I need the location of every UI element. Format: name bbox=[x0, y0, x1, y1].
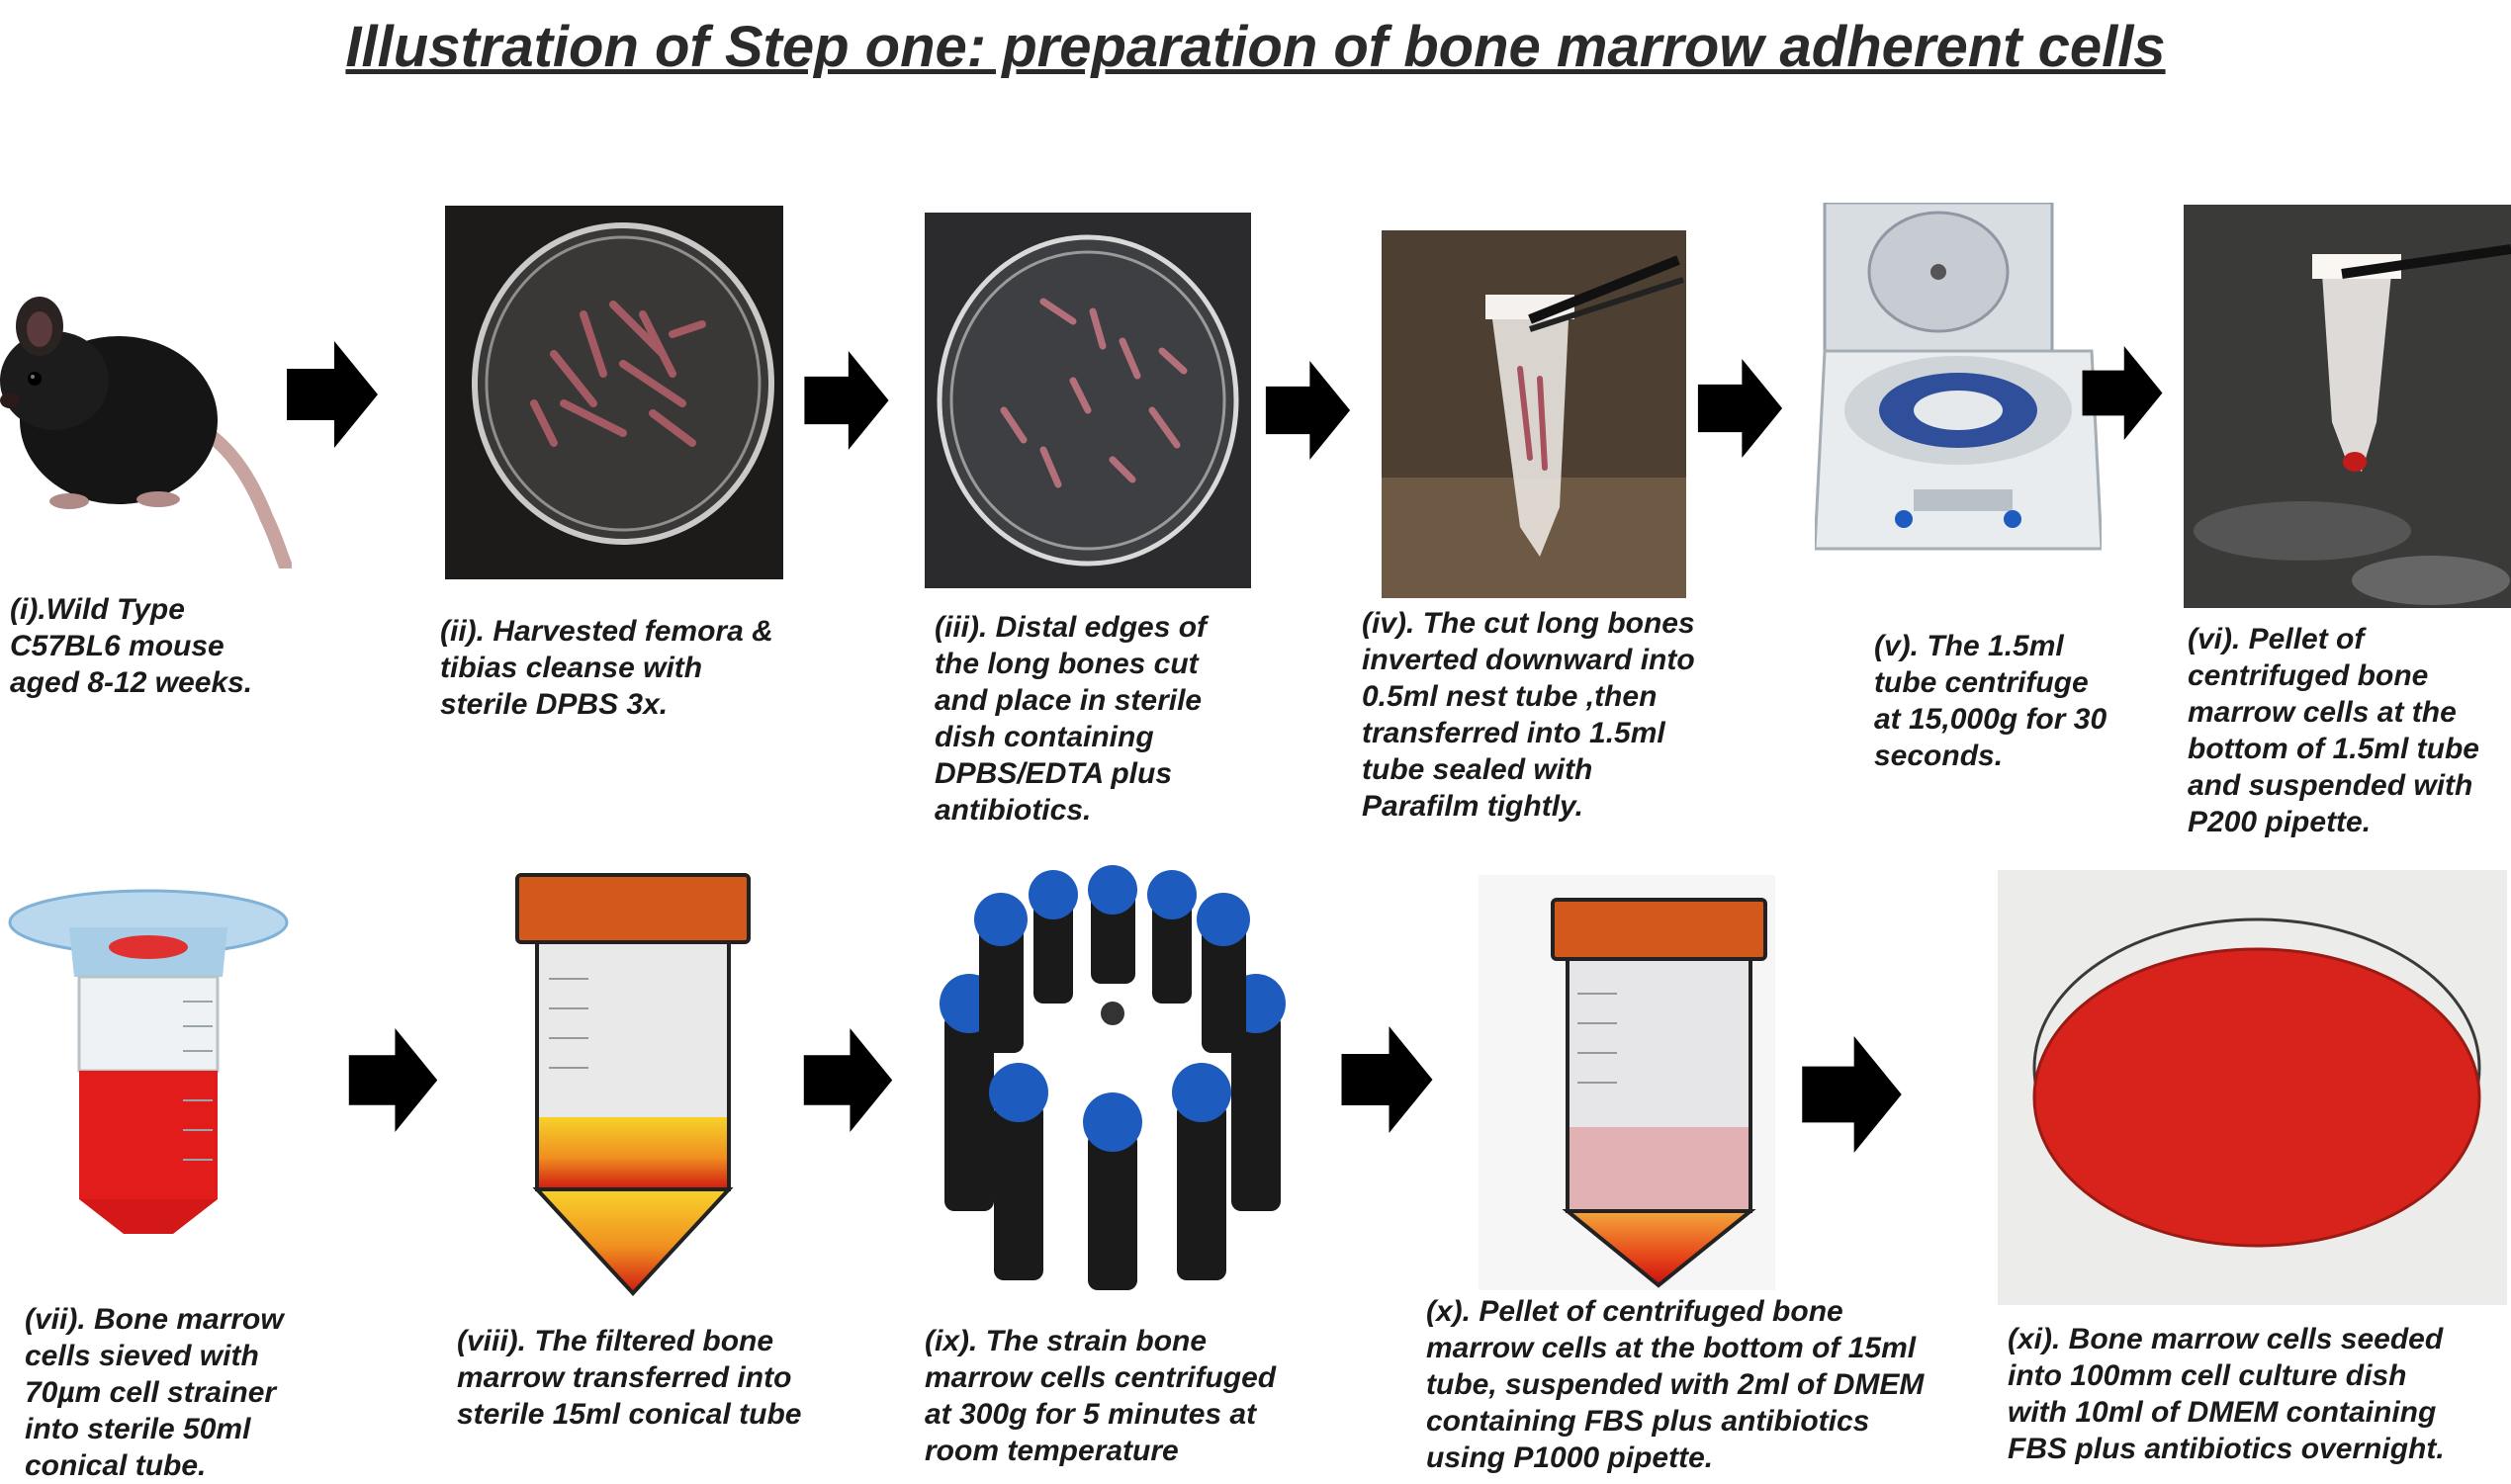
caption-line: antibiotics. bbox=[935, 794, 1092, 827]
caption-line: dish containing bbox=[935, 721, 1154, 753]
arrow-icon bbox=[287, 341, 378, 448]
step-caption-i: (i).Wild Type C57BL6 mouse aged 8-12 wee… bbox=[10, 591, 252, 701]
caption-line: 0.5ml nest tube ,then bbox=[1362, 680, 1658, 713]
centrifuge-tubes-illustration bbox=[925, 865, 1300, 1290]
caption-line: seconds. bbox=[1874, 740, 2004, 772]
caption-line: (xi). Bone marrow cells seeded bbox=[2008, 1323, 2444, 1355]
pellet-tube-photo bbox=[2184, 205, 2511, 608]
step-caption-ix: (ix). The strain bone marrow cells centr… bbox=[925, 1323, 1276, 1469]
caption-line: into sterile 50ml bbox=[25, 1413, 251, 1445]
caption-line: marrow transferred into bbox=[457, 1361, 792, 1394]
strainer-tube-illustration bbox=[5, 883, 292, 1239]
page-title: Illustration of Step one: preparation of… bbox=[345, 15, 2166, 79]
caption-line: cells sieved with bbox=[25, 1340, 259, 1372]
caption-line: marrow cells at the bottom of 15ml bbox=[1426, 1332, 1917, 1364]
step-caption-x: (x). Pellet of centrifuged bone marrow c… bbox=[1426, 1293, 1924, 1476]
caption-line: tube centrifuge bbox=[1874, 666, 2089, 699]
inverted-bones-tube-photo bbox=[1382, 230, 1686, 598]
caption-line: sterile DPBS 3x. bbox=[440, 688, 669, 721]
arrow-icon bbox=[796, 351, 897, 450]
caption-line: (ix). The strain bone bbox=[925, 1325, 1208, 1357]
caption-line: the long bones cut bbox=[935, 648, 1199, 680]
arrow-icon bbox=[1795, 1036, 1909, 1153]
caption-line: C57BL6 mouse bbox=[10, 630, 224, 662]
caption-line: marrow cells centrifuged bbox=[925, 1361, 1277, 1394]
step-caption-vi: (vi). Pellet of centrifuged bone marrow … bbox=[2188, 621, 2479, 840]
caption-line: room temperature bbox=[925, 1435, 1179, 1467]
caption-line: 70µm cell strainer bbox=[25, 1376, 277, 1409]
step-caption-viii: (viii). The filtered bone marrow transfe… bbox=[457, 1323, 801, 1433]
harvested-bones-photo bbox=[445, 206, 783, 579]
caption-line: (v). The 1.5ml bbox=[1874, 630, 2064, 662]
caption-line: sterile 15ml conical tube bbox=[457, 1398, 802, 1431]
arrow-icon bbox=[2075, 346, 2170, 440]
culture-dish-illustration bbox=[1998, 870, 2507, 1305]
caption-line: and suspended with bbox=[2188, 769, 2473, 802]
caption-line: inverted downward into bbox=[1362, 644, 1695, 676]
caption-line: marrow cells at the bbox=[2188, 696, 2457, 729]
microcentrifuge-photo bbox=[1815, 203, 2102, 588]
caption-line: (viii). The filtered bone bbox=[457, 1325, 774, 1357]
caption-line: FBS plus antibiotics overnight. bbox=[2008, 1433, 2445, 1465]
caption-line: (iii). Distal edges of bbox=[935, 611, 1208, 644]
mouse-photo bbox=[0, 272, 292, 568]
caption-line: tube sealed with bbox=[1362, 753, 1593, 786]
pellet-15ml-tube-illustration bbox=[1479, 875, 1775, 1290]
caption-line: using P1000 pipette. bbox=[1426, 1441, 1714, 1474]
arrow-icon bbox=[1330, 1026, 1444, 1133]
caption-line: into 100mm cell culture dish bbox=[2008, 1359, 2407, 1392]
step-caption-ii: (ii). Harvested femora & tibias cleanse … bbox=[440, 613, 773, 723]
caption-line: (vii). Bone marrow bbox=[25, 1303, 284, 1336]
caption-line: (x). Pellet of centrifuged bone bbox=[1426, 1295, 1843, 1328]
arrow-icon bbox=[791, 1028, 905, 1132]
arrow-icon bbox=[1261, 361, 1355, 460]
caption-line: at 15,000g for 30 bbox=[1874, 703, 2107, 736]
step-caption-v: (v). The 1.5ml tube centrifuge at 15,000… bbox=[1874, 628, 2107, 774]
arrow-icon bbox=[1693, 359, 1787, 458]
caption-line: containing FBS plus antibiotics bbox=[1426, 1405, 1870, 1438]
caption-line: DPBS/EDTA plus bbox=[935, 757, 1173, 790]
caption-line: (iv). The cut long bones bbox=[1362, 607, 1695, 640]
step-caption-vii: (vii). Bone marrow cells sieved with 70µ… bbox=[25, 1301, 284, 1484]
caption-line: (vi). Pellet of bbox=[2188, 623, 2365, 655]
caption-line: conical tube. bbox=[25, 1449, 207, 1482]
caption-line: aged 8-12 weeks. bbox=[10, 666, 253, 699]
caption-line: tube, suspended with 2ml of DMEM bbox=[1426, 1368, 1925, 1401]
caption-line: (i).Wild Type bbox=[10, 593, 185, 626]
caption-line: with 10ml of DMEM containing bbox=[2008, 1396, 2437, 1429]
conical-15ml-tube-illustration bbox=[499, 870, 766, 1300]
caption-line: centrifuged bone bbox=[2188, 659, 2429, 692]
caption-line: at 300g for 5 minutes at bbox=[925, 1398, 1257, 1431]
caption-line: P200 pipette. bbox=[2188, 806, 2372, 838]
cut-bones-dish-photo bbox=[925, 213, 1251, 588]
caption-line: and place in sterile bbox=[935, 684, 1203, 717]
caption-line: bottom of 1.5ml tube bbox=[2188, 733, 2479, 765]
step-caption-iii: (iii). Distal edges of the long bones cu… bbox=[935, 609, 1207, 829]
arrow-icon bbox=[336, 1028, 450, 1132]
caption-line: transferred into 1.5ml bbox=[1362, 717, 1665, 749]
step-caption-xi: (xi). Bone marrow cells seeded into 100m… bbox=[2008, 1321, 2445, 1467]
caption-line: (ii). Harvested femora & bbox=[440, 615, 773, 648]
step-caption-iv: (iv). The cut long bones inverted downwa… bbox=[1362, 605, 1695, 825]
caption-line: Parafilm tightly. bbox=[1362, 790, 1583, 823]
caption-line: tibias cleanse with bbox=[440, 652, 703, 684]
